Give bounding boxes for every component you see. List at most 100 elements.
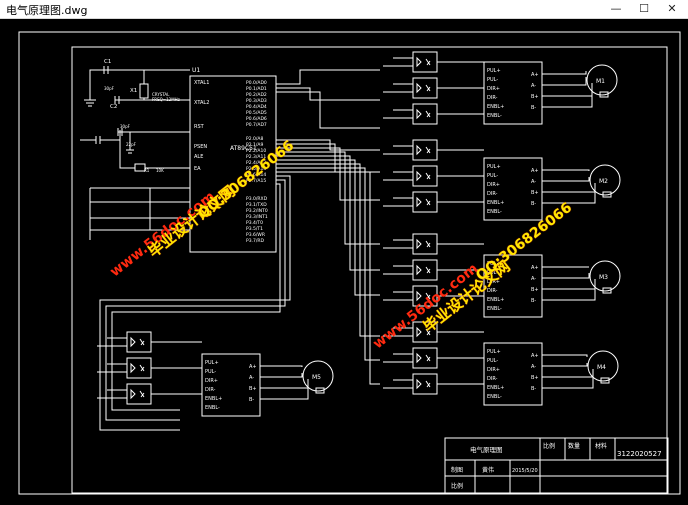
- driver-pin: DIR+: [487, 86, 500, 92]
- x1-label: X1: [130, 88, 137, 94]
- driver-output-pin: A+: [531, 265, 539, 271]
- stepper-motor: [589, 260, 621, 292]
- mcu-pin-p2: P2.0/A8: [246, 136, 263, 142]
- title-block: 电气原理图 比例 数量 材料 3122020527 制图 黄伟 2015/5/2…: [444, 437, 669, 494]
- driver-output-pin: A-: [531, 364, 536, 370]
- driver-pin: PUL-: [205, 369, 216, 375]
- mcu-pin-p3: P3.2/INT0: [246, 208, 268, 214]
- mcu-pin-left: EA: [194, 166, 201, 172]
- r1-label: R1: [144, 168, 150, 173]
- mcu-pin-p0: P0.5/AD5: [246, 110, 267, 116]
- driver-group-2: PUL+PUL-DIR+DIR-ENBL+ENBL-A+A-B+B-M2: [383, 139, 621, 221]
- driver-pin: DIR-: [487, 288, 498, 294]
- stepper-motor: [586, 64, 618, 96]
- mcu-label: U1: [192, 67, 200, 74]
- stepper-driver: [483, 254, 543, 318]
- driver-pin: PUL-: [487, 173, 498, 179]
- motor-label: M1: [596, 78, 605, 85]
- c1-value: 30pF: [104, 86, 115, 91]
- motor-label: M3: [599, 274, 608, 281]
- stepper-motor: [587, 350, 619, 382]
- title-block-material-header: 材料: [595, 442, 607, 450]
- driver-output-pin: A-: [531, 83, 536, 89]
- driver-pin: DIR+: [205, 378, 218, 384]
- driver-output-pin: A-: [531, 276, 536, 282]
- maximize-icon[interactable]: ☐: [639, 2, 649, 15]
- c2-label: C2: [110, 104, 117, 110]
- mcu-pin-p2: P2.4/A12: [246, 160, 266, 166]
- stepper-motor: [589, 164, 621, 196]
- title-bar: 电气原理图.dwg — ☐ ✕: [0, 0, 688, 19]
- mcu-pin-p0: P0.0/AD0: [246, 80, 267, 86]
- c2-value: 30pF: [120, 124, 131, 129]
- driver-group-4: PUL+PUL-DIR+DIR-ENBL+ENBL-A+A-B+B-M4: [383, 321, 619, 406]
- driver-output-pin: A+: [531, 353, 539, 359]
- driver-pin: PUL+: [487, 349, 501, 355]
- driver-output-pin: B-: [249, 397, 254, 403]
- mcu-pin-p2: P2.6/A14: [246, 172, 266, 178]
- motor-label: M2: [599, 178, 608, 185]
- driver-output-pin: A+: [531, 72, 539, 78]
- mcu-pin-left: RST: [194, 124, 205, 130]
- driver-output-pin: B-: [531, 298, 536, 304]
- r1-value: 10K: [156, 168, 164, 173]
- driver-pin: DIR+: [487, 367, 500, 373]
- c1-label: C1: [104, 59, 111, 65]
- mcu-pin-p2: P2.3/A11: [246, 154, 266, 160]
- driver-output-pin: B+: [531, 190, 539, 196]
- driver-pin: ENBL+: [487, 385, 504, 391]
- stepper-motor: [302, 360, 334, 392]
- driver-pin: DIR-: [487, 191, 498, 197]
- title-block-date: 2015/5/20: [512, 468, 538, 474]
- mcu-pin-p0: P0.6/AD6: [246, 116, 267, 122]
- mcu-pin-p3: P3.7/RD: [246, 238, 265, 244]
- c3-value: 22pF: [126, 142, 137, 147]
- driver-output-pin: A-: [531, 179, 536, 185]
- outer-frame: [18, 31, 681, 495]
- mcu-pin-p3: P3.5/T1: [246, 226, 263, 232]
- stepper-driver: [201, 353, 261, 417]
- drawing-number: 3122020527: [617, 450, 662, 458]
- title-block-ratio-header: 比例: [543, 442, 555, 450]
- minimize-icon[interactable]: —: [610, 2, 622, 15]
- window-title: 电气原理图.dwg: [6, 4, 88, 17]
- title-block-name: 电气原理图: [470, 445, 503, 454]
- driver-output-pin: A-: [249, 375, 254, 381]
- driver-output-pin: B+: [249, 386, 257, 392]
- driver-output-pin: A+: [249, 364, 257, 370]
- motor-label: M4: [597, 364, 606, 371]
- mcu-pin-p0: P0.2/AD2: [246, 92, 267, 98]
- mcu-pin-p3: P3.0/RXD: [246, 196, 268, 202]
- mcu-pin-p0: P0.7/AD7: [246, 122, 267, 128]
- stepper-driver: [483, 61, 543, 125]
- driver-group-5: PUL+PUL-DIR+DIR-ENBL+ENBL-A+A-B+B-M5: [97, 331, 334, 417]
- mcu-pin-p2: P2.7/A15: [246, 178, 266, 184]
- driver-pin: ENBL-: [487, 394, 502, 400]
- driver-pin: PUL-: [487, 77, 498, 83]
- mcu-pin-left: XTAL2: [194, 100, 209, 106]
- mcu-pin-p0: P0.3/AD3: [246, 98, 267, 104]
- mcu-pin-left: PSEN: [194, 144, 207, 150]
- mcu-pin-left: XTAL1: [194, 80, 209, 86]
- mcu-pin-p2: P2.1/A9: [246, 142, 263, 148]
- driver-output-pin: A+: [531, 168, 539, 174]
- driver-group-1: PUL+PUL-DIR+DIR-ENBL+ENBL-A+A-B+B-M1: [383, 51, 618, 125]
- driver-pin: ENBL+: [487, 200, 504, 206]
- driver-pin: PUL+: [487, 68, 501, 74]
- title-block-ratio-label: 比例: [451, 482, 463, 490]
- mcu-pin-p0: P0.4/AD4: [246, 104, 267, 110]
- mcu-pin-p2: P2.2/A10: [246, 148, 266, 154]
- driver-output-pin: B+: [531, 287, 539, 293]
- driver-pin: PUL+: [487, 164, 501, 170]
- driver-output-pin: B+: [531, 94, 539, 100]
- close-icon[interactable]: ✕: [667, 2, 677, 15]
- driver-group-3: PUL+PUL-DIR+DIR-ENBL+ENBL-A+A-B+B-M3: [383, 233, 621, 318]
- driver-pin: DIR-: [487, 95, 498, 101]
- crystal-label: CRYSTAL: [152, 92, 170, 97]
- title-block-drawn-label: 制图: [451, 466, 463, 474]
- mcu-pin-p3: P3.4/T0: [246, 220, 263, 226]
- driver-pin: PUL+: [487, 261, 501, 267]
- driver-pin: PUL+: [205, 360, 219, 366]
